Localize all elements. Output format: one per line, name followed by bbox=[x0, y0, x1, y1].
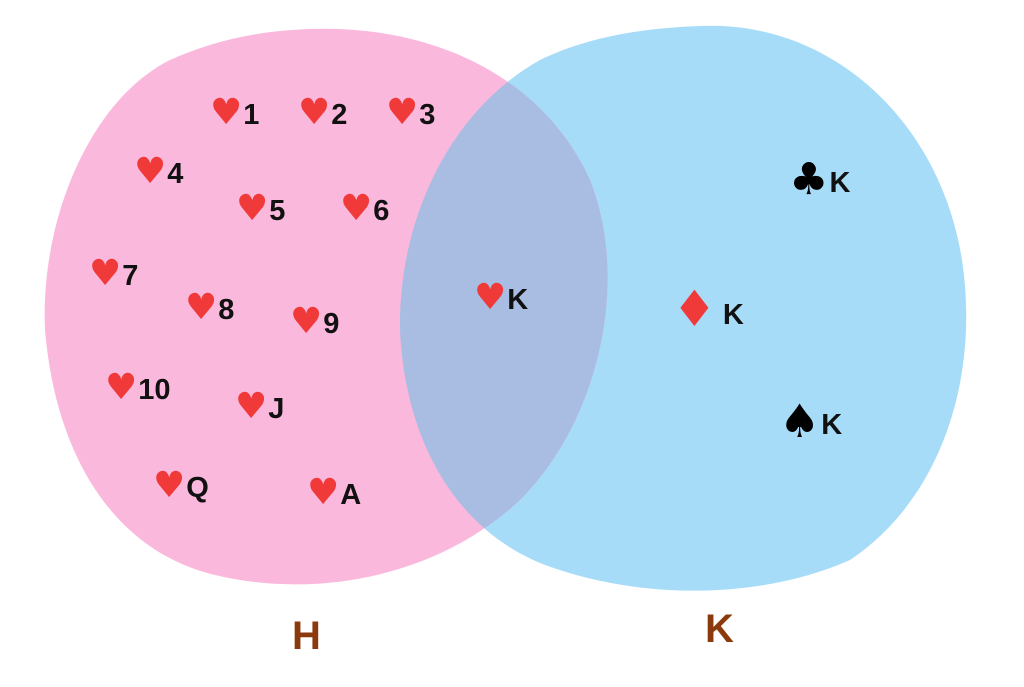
card-rank: 1 bbox=[243, 99, 260, 131]
card-heart-7: ♥ 7 bbox=[89, 256, 138, 292]
card-rank: 4 bbox=[167, 158, 184, 190]
card-rank: 3 bbox=[419, 99, 436, 131]
card-rank: 8 bbox=[218, 294, 235, 326]
card-rank: A bbox=[340, 479, 362, 511]
overlap-region bbox=[399, 28, 608, 585]
card-rank: K bbox=[507, 284, 529, 316]
heart-icon: ♥ bbox=[290, 301, 323, 342]
card-heart-9: ♥ 9 bbox=[290, 304, 339, 340]
diamond-icon: ♦ bbox=[672, 280, 717, 338]
card-rank: 6 bbox=[373, 195, 390, 227]
heart-icon: ♥ bbox=[236, 188, 269, 229]
heart-icon: ♥ bbox=[153, 465, 186, 506]
card-heart-10: ♥ 10 bbox=[105, 370, 171, 406]
card-heart-1: ♥ 1 bbox=[210, 95, 259, 131]
heart-icon: ♥ bbox=[134, 151, 167, 192]
card-heart-k: ♥ K bbox=[474, 280, 528, 316]
heart-icon: ♥ bbox=[298, 92, 331, 133]
card-rank: Q bbox=[186, 472, 209, 504]
heart-icon: ♥ bbox=[474, 277, 507, 318]
spade-icon: ♠ bbox=[779, 394, 821, 448]
set-h-label: H bbox=[292, 614, 321, 658]
card-heart-3: ♥ 3 bbox=[386, 95, 435, 131]
card-rank: K bbox=[722, 299, 744, 331]
heart-icon: ♥ bbox=[235, 386, 268, 427]
card-club-k: ♣ K bbox=[789, 158, 850, 202]
card-rank: 2 bbox=[331, 99, 348, 131]
heart-icon: ♥ bbox=[386, 92, 419, 133]
card-heart-4: ♥ 4 bbox=[134, 154, 183, 190]
heart-icon: ♥ bbox=[307, 472, 340, 513]
card-heart-j: ♥ J bbox=[235, 389, 284, 425]
card-rank: 7 bbox=[122, 260, 139, 292]
heart-icon: ♥ bbox=[185, 287, 218, 328]
card-rank: K bbox=[829, 167, 851, 199]
heart-icon: ♥ bbox=[89, 253, 122, 294]
card-heart-5: ♥ 5 bbox=[236, 191, 285, 227]
card-rank: 9 bbox=[323, 308, 340, 340]
club-icon: ♣ bbox=[789, 154, 829, 205]
card-spade-k: ♠ K bbox=[779, 398, 842, 444]
card-heart-q: ♥ Q bbox=[153, 468, 209, 504]
card-heart-a: ♥ A bbox=[307, 475, 361, 511]
card-heart-6: ♥ 6 bbox=[340, 191, 389, 227]
card-rank: J bbox=[268, 393, 285, 425]
card-rank: 10 bbox=[138, 374, 171, 406]
heart-icon: ♥ bbox=[340, 188, 373, 229]
card-heart-8: ♥ 8 bbox=[185, 290, 234, 326]
set-k-label: K bbox=[705, 607, 734, 651]
card-rank: 5 bbox=[269, 195, 286, 227]
card-diamond-k: ♦ K bbox=[672, 284, 744, 334]
card-heart-2: ♥ 2 bbox=[298, 95, 347, 131]
heart-icon: ♥ bbox=[210, 92, 243, 133]
heart-icon: ♥ bbox=[105, 367, 138, 408]
card-rank: K bbox=[821, 409, 843, 441]
